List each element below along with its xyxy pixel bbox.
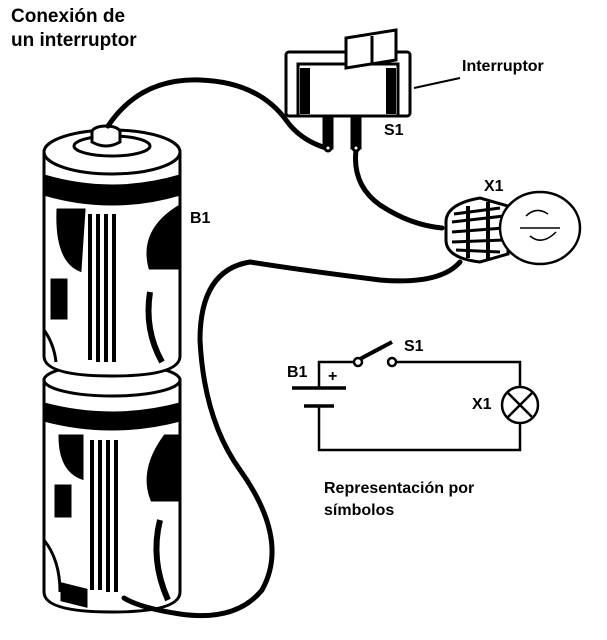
schematic-wire-top-left — [317, 360, 354, 388]
label-b1-schematic: B1 — [287, 364, 308, 381]
wire-battery-to-switch — [105, 77, 329, 151]
wires — [105, 77, 463, 619]
schematic-wire-right-bottom — [317, 406, 522, 452]
caption-line-1: Representación por — [324, 480, 475, 497]
label-s1-schematic: S1 — [404, 338, 424, 355]
label-x1-schematic: X1 — [472, 396, 492, 413]
switch-symbol-contact-right — [386, 356, 398, 368]
switch-symbol-contact-left — [352, 356, 364, 368]
label-interruptor: Interruptor — [462, 58, 544, 75]
battery-upper — [42, 128, 182, 378]
label-b1-pictorial: B1 — [190, 210, 211, 227]
wire-switch-to-lamp — [353, 147, 445, 231]
battery-stack — [42, 124, 182, 614]
label-plus-sign: + — [328, 368, 338, 385]
interruptor-pointer — [413, 77, 461, 89]
wire-lamp-to-battery-bottom — [121, 259, 463, 619]
label-x1-pictorial: X1 — [484, 178, 504, 195]
schematic-wire-top-right — [396, 360, 522, 386]
title-line-1: Conexión de — [11, 6, 126, 27]
switch-symbol-blade — [359, 340, 393, 361]
battery-lower — [42, 362, 182, 614]
schematic — [292, 340, 540, 452]
title-line-2: un interruptor — [11, 30, 137, 51]
rocker-switch — [284, 28, 412, 153]
label-s1-pictorial: S1 — [384, 122, 404, 139]
lamp — [444, 190, 582, 266]
caption-line-2: símbolos — [324, 502, 395, 519]
battery-terminal — [90, 124, 122, 148]
